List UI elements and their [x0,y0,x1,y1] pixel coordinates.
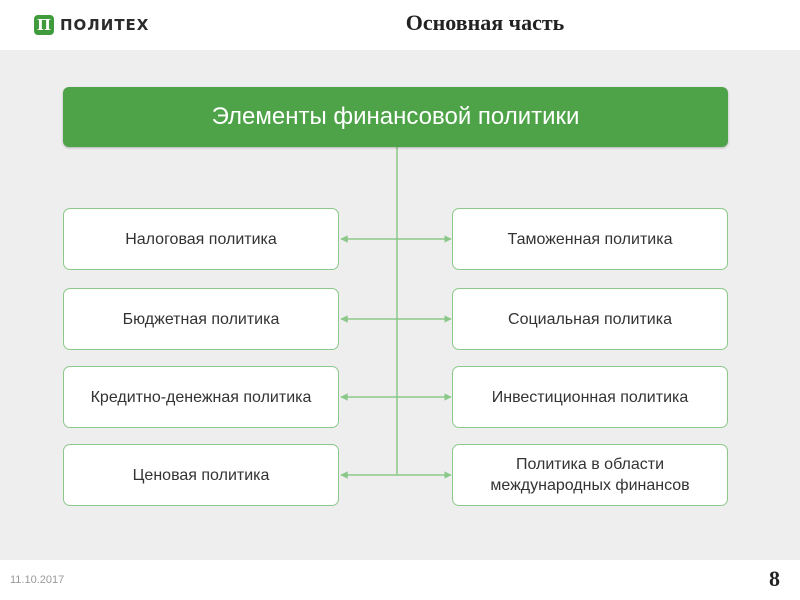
slide-header: П ПОЛИТЕХ Основная часть [0,0,800,50]
node-social-policy: Социальная политика [452,288,728,350]
node-budget-policy: Бюджетная политика [63,288,339,350]
politech-logo: П ПОЛИТЕХ [34,14,149,36]
node-monetary-policy: Кредитно-денежная политика [63,366,339,428]
slide-footer: 11.10.2017 8 [0,560,800,600]
node-tax-policy: Налоговая политика [63,208,339,270]
diagram-root-node: Элементы финансовой политики [63,87,728,147]
logo-text: ПОЛИТЕХ [60,16,150,34]
node-international-finance-policy: Политика в области международных финансо… [452,444,728,506]
node-investment-policy: Инвестиционная политика [452,366,728,428]
politech-logo-icon: П [34,15,54,35]
node-customs-policy: Таможенная политика [452,208,728,270]
page-number: 8 [769,566,780,591]
slide-title: Основная часть [405,10,565,35]
node-price-policy: Ценовая политика [63,444,339,506]
slide-date: 11.10.2017 [10,574,65,586]
